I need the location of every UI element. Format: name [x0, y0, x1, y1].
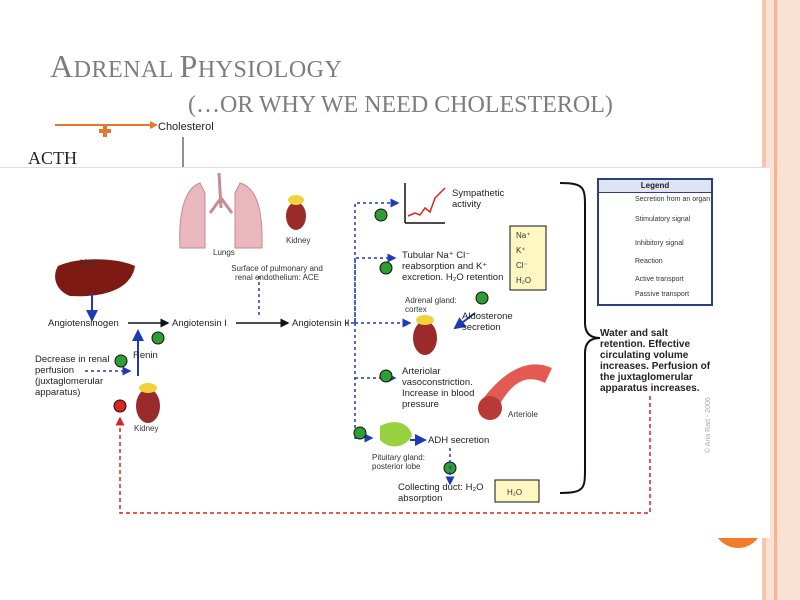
stimulatory-signal-icon	[151, 331, 165, 345]
lungs-left-lobe	[179, 182, 206, 249]
legend-item-reaction: Reaction	[635, 258, 663, 265]
arteriole-label: Arteriole	[508, 410, 538, 419]
kidney-mid-icon	[413, 321, 437, 355]
pituitary-icon	[380, 422, 412, 447]
h2o-transport-box	[494, 479, 540, 503]
adrenal-bottom-icon	[139, 383, 157, 393]
ace-label: Surface of pulmonary and renal endotheli…	[231, 264, 323, 282]
liver-label: Liver	[80, 258, 98, 267]
ion-k: K⁺	[516, 246, 526, 255]
acth-label: ACTH	[28, 148, 77, 167]
kidney-top-icon	[286, 202, 306, 230]
ion-transport-box	[509, 225, 547, 291]
stimulatory-signal-icon	[353, 426, 367, 440]
stimulatory-signal-icon	[374, 208, 388, 222]
result-label: Water and salt retention. Effective circ…	[600, 328, 711, 394]
adrenal-label: Adrenal gland: cortex	[405, 296, 457, 314]
ion-na: Na⁺	[516, 231, 531, 240]
copyright-text: © Aria Rad - 2006	[705, 397, 712, 453]
legend-item-active: Active transport	[635, 276, 684, 283]
stimulatory-signal-icon	[379, 369, 393, 383]
pituitary-label: Pituitary gland: posterior lobe	[372, 453, 425, 471]
legend-title: Legend	[599, 180, 711, 193]
h2o-box-label: H₂O	[507, 488, 523, 497]
lungs-label: Lungs	[213, 248, 235, 257]
arteriolar-label: Arteriolar vasoconstriction. Increase in…	[402, 366, 475, 410]
side-bar-stripe	[774, 0, 777, 600]
angiotensin1-label: Angiotensin I	[172, 318, 227, 329]
angiotensinogen-label: Angiotensinogen	[48, 318, 119, 329]
renin-label: Renin	[133, 350, 158, 361]
aldosterone-label: Aldosterone secretion	[462, 311, 513, 333]
adrenal-top-icon	[288, 195, 304, 205]
sympathetic-graph-line	[407, 187, 446, 217]
liver-icon	[55, 259, 135, 297]
legend-box: Legend Secretion from an organ Stimulato…	[597, 178, 713, 306]
slide-title: ADRENAL PHYSIOLOGY	[50, 48, 343, 84]
legend-item-secretion: Secretion from an organ	[635, 196, 711, 203]
legend-item-passive: Passive transport	[635, 291, 690, 298]
stimulatory-signal-icon	[475, 291, 489, 305]
collecting-label: Collecting duct: H₂O absorption	[398, 482, 484, 504]
diagram-graphics	[55, 172, 651, 514]
kidney-top-label: Kidney	[286, 236, 311, 245]
tubular-label: Tubular Na⁺ Cl⁻ reabsorption and K⁺ excr…	[402, 250, 504, 283]
inhibitory-signal-icon	[113, 399, 127, 413]
legend-item-inhibitory: Inhibitory signal	[635, 240, 684, 247]
cholesterol-label: Cholesterol	[158, 121, 214, 133]
decrease-perfusion-label: Decrease in renal perfusion (juxtaglomer…	[35, 354, 110, 398]
sympathetic-label: Sympathetic activity	[452, 188, 505, 210]
ion-cl: Cl⁻	[516, 261, 528, 270]
ion-h2o: H₂O	[516, 276, 532, 285]
result-brace	[559, 182, 601, 494]
adh-label: ADH secretion	[428, 435, 490, 446]
lungs-trachea	[208, 172, 234, 214]
slide-subtitle: (…OR WHY WE NEED CHOLESTEROL)	[188, 92, 613, 118]
adrenal-mid-icon	[416, 315, 434, 325]
kidney-bottom-icon	[136, 389, 160, 423]
raas-diagram: Lungs Kidney Surface of pulmonary and re…	[0, 167, 770, 538]
angiotensin2-label: Angiotensin II	[292, 318, 350, 329]
legend-item-stimulatory: Stimulatory signal	[635, 216, 691, 223]
stimulatory-signal-icon	[379, 261, 393, 275]
kidney-bottom-label: Kidney	[134, 424, 159, 433]
stimulatory-signal-icon	[114, 354, 128, 368]
cholesterol-arrow-graphic	[55, 121, 184, 170]
lungs-right-lobe	[234, 182, 263, 249]
